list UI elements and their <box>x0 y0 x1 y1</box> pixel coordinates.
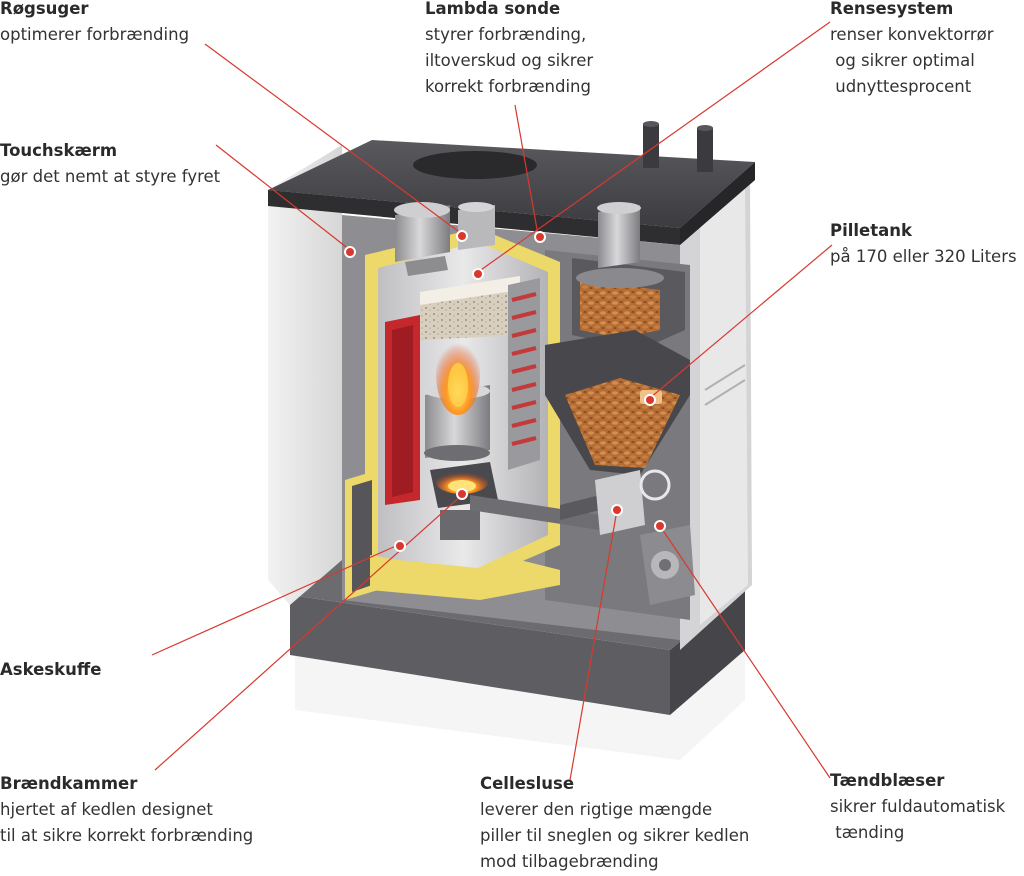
ignition-fan <box>640 525 695 605</box>
label-rogsuger: Røgsuger optimerer forbrænding <box>0 0 189 48</box>
label-cellesluse: Cellesluse leverer den rigtige mængde pi… <box>480 771 749 875</box>
label-braendkammer-line: hjertet af kedlen designet <box>0 800 213 819</box>
label-touch-line: gør det nemt at styre fyret <box>0 167 221 186</box>
label-touch: Touchskærm gør det nemt at styre fyret <box>0 138 220 190</box>
callout-markers <box>344 230 666 552</box>
callout-line-rogsuger <box>204 43 463 235</box>
auger-feed <box>470 469 671 535</box>
cleaning-motor <box>597 202 641 268</box>
label-lambda-line: korrekt forbrænding <box>425 77 591 96</box>
label-pilletank-title: Pilletank <box>830 221 912 240</box>
label-cellesluse-line: mod tilbagebrænding <box>480 852 659 871</box>
callout-line-askeskuffe <box>151 544 399 656</box>
marker-rogsuger <box>456 230 468 242</box>
label-rensesystem-line: renser konvektorrør <box>830 25 994 44</box>
marker-braendkammer <box>456 488 468 500</box>
label-lambda-line: iltoverskud og sikrer <box>425 51 594 70</box>
callout-line-rensesystem <box>477 21 831 273</box>
marker-touch <box>344 246 356 258</box>
outer-casing <box>268 145 752 650</box>
label-rensesystem: Rensesystem renser konvektorrør og sikre… <box>830 0 994 100</box>
label-rogsuger-line: optimerer forbrænding <box>0 25 190 44</box>
ash-drawer <box>345 470 560 600</box>
label-taendblaeser-line: sikrer fuldautomatisk <box>830 797 1006 816</box>
marker-lambda <box>534 231 546 243</box>
label-braendkammer: Brændkammer hjertet af kedlen designet t… <box>0 771 253 849</box>
marker-pilletank <box>644 394 656 406</box>
label-cellesluse-title: Cellesluse <box>480 774 575 793</box>
marker-taendblaeser <box>654 520 666 532</box>
callout-line-taendblaeser <box>659 525 831 779</box>
label-lambda-line: styrer forbrænding, <box>425 25 587 44</box>
pellet-tank <box>545 258 690 475</box>
label-cellesluse-line: leverer den rigtige mængde <box>480 800 713 819</box>
label-lambda-title: Lambda sonde <box>425 0 561 18</box>
marker-cellesluse <box>611 504 623 516</box>
label-lambda: Lambda sonde styrer forbrænding, iltover… <box>425 0 593 100</box>
label-touch-title: Touchskærm <box>0 141 118 160</box>
label-askeskuffe-title: Askeskuffe <box>0 660 102 679</box>
callout-line-braendkammer <box>154 494 463 771</box>
combustion-chamber <box>365 228 560 580</box>
callout-line-touch <box>215 144 351 251</box>
callout-line-pilletank <box>649 244 833 399</box>
label-braendkammer-line: til at sikre korrekt forbrænding <box>0 826 254 845</box>
label-taendblaeser-title: Tændblæser <box>830 771 945 790</box>
callout-lines <box>151 21 833 781</box>
label-rogsuger-title: Røgsuger <box>0 0 89 18</box>
callout-line-lambda <box>514 104 539 236</box>
callout-line-cellesluse <box>569 509 618 781</box>
label-askeskuffe: Askeskuffe <box>0 657 101 683</box>
label-taendblaeser-line: tænding <box>830 823 905 842</box>
label-cellesluse-line: piller til sneglen og sikrer kedlen <box>480 826 750 845</box>
label-rensesystem-line: og sikrer optimal <box>830 51 975 70</box>
label-rensesystem-line: udnyttesprocent <box>830 77 972 96</box>
convector-spiral <box>511 292 537 446</box>
burner-grate <box>430 462 498 508</box>
chimney-pipes <box>643 121 713 172</box>
marker-askeskuffe <box>394 540 406 552</box>
label-pilletank: Pilletank på 170 eller 320 Liters <box>830 218 1017 270</box>
label-taendblaeser: Tændblæser sikrer fuldautomatisk tænding <box>830 768 1005 846</box>
label-rensesystem-title: Rensesystem <box>830 0 954 18</box>
label-braendkammer-title: Brændkammer <box>0 774 138 793</box>
marker-rensesystem <box>472 268 484 280</box>
label-pilletank-line: på 170 eller 320 Liters <box>830 247 1017 266</box>
